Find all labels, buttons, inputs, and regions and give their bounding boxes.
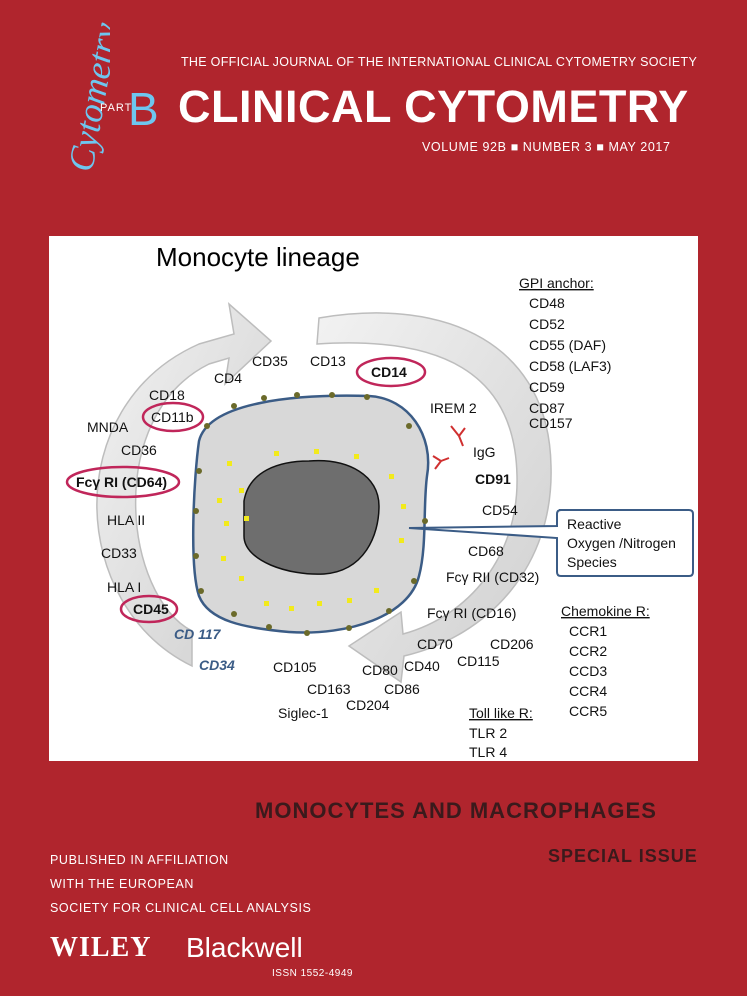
gpi-item: CD55 (DAF) [529, 337, 606, 353]
label-siglec: Siglec-1 [278, 705, 329, 721]
chemokine-item: CCR2 [569, 643, 607, 659]
issn-number: ISSN 1552-4949 [272, 968, 353, 979]
label-cd105: CD105 [273, 659, 317, 675]
highlight-ring-cd45 [119, 594, 179, 624]
label-cd45: CD45 [133, 601, 169, 617]
gpi-item: CD157 [529, 415, 573, 431]
label-cd80: CD80 [362, 662, 398, 678]
label-cd115: CD115 [457, 653, 500, 669]
label-fcgriii: Fcγ RI (CD16) [427, 605, 516, 621]
ros-line-2: Oxygen /Nitrogen [567, 535, 676, 551]
highlight-ring-cd64 [65, 465, 181, 499]
gpi-item: CD48 [529, 295, 565, 311]
chemokine-item: CCR5 [569, 703, 607, 719]
label-cd36: CD36 [121, 442, 157, 458]
part-letter: B [128, 83, 159, 135]
granules [217, 449, 406, 611]
affiliation-line: SOCIETY FOR CLINICAL CELL ANALYSIS [50, 901, 312, 915]
special-issue-label: SPECIAL ISSUE [548, 846, 698, 866]
cover-figure: Monocyte lineage CD35 CD13 CD14 CD4 CD18… [49, 236, 698, 761]
figure-title: Monocyte lineage [156, 242, 360, 272]
label-cd33: CD33 [101, 545, 137, 561]
volume-line: VOLUME 92B ■ NUMBER 3 ■ MAY 2017 [422, 140, 671, 154]
chemokine-item: CCR1 [569, 623, 607, 639]
label-cd14: CD14 [371, 364, 407, 380]
label-irem2: IREM 2 [430, 400, 477, 416]
gpi-item: CD59 [529, 379, 565, 395]
cycle-arrow-left [96, 302, 273, 668]
part-label: PART [100, 102, 133, 114]
label-cd18: CD18 [149, 387, 185, 403]
igg-receptor-icons [432, 425, 466, 470]
toll-header: Toll like R: [469, 705, 533, 721]
label-cd68: CD68 [468, 543, 504, 559]
label-fcgri: Fcγ RI (CD64) [76, 474, 167, 490]
surface-receptors [193, 392, 428, 636]
script-logo-text: Cytometry [60, 20, 110, 175]
label-hla1: HLA I [107, 579, 141, 595]
highlight-ring-cd11b [141, 401, 205, 433]
ros-line-3: Species [567, 554, 617, 570]
chemokine-header: Chemokine R: [561, 603, 650, 619]
gpi-item: CD58 (LAF3) [529, 358, 611, 374]
label-cd34: CD34 [199, 657, 235, 673]
cytometry-script-logo: Cytometry [60, 20, 110, 175]
label-cd163: CD163 [307, 681, 351, 697]
ros-callout-box [408, 509, 694, 577]
label-cd86: CD86 [384, 681, 420, 697]
label-hla2: HLA II [107, 512, 145, 528]
label-cd35: CD35 [252, 353, 288, 369]
official-journal-line: THE OFFICIAL JOURNAL OF THE INTERNATIONA… [181, 55, 698, 69]
label-cd204: CD204 [346, 697, 390, 713]
chemokine-item: CCD3 [569, 663, 607, 679]
publisher-blackwell: Blackwell [186, 932, 303, 963]
label-igg: IgG [473, 444, 496, 460]
label-mnda: MNDA [87, 419, 129, 435]
gpi-item: CD52 [529, 316, 565, 332]
gpi-list: CD48 CD52 CD55 (DAF) CD58 (LAF3) CD59 CD… [529, 295, 611, 431]
label-cd54: CD54 [482, 502, 518, 518]
journal-title: CLINICAL CYTOMETRY [178, 81, 689, 132]
label-cd13: CD13 [310, 353, 346, 369]
label-cd40: CD40 [404, 658, 440, 674]
issue-theme-title: MONOCYTES AND MACROPHAGES [255, 798, 657, 823]
highlight-ring-cd14 [355, 356, 427, 388]
gpi-header: GPI anchor: [519, 275, 594, 291]
affiliation-line: PUBLISHED IN AFFILIATION [50, 853, 229, 867]
label-cd11b: CD11b [151, 409, 194, 425]
label-cd206: CD206 [490, 636, 534, 652]
publisher-wiley: WILEY [50, 932, 152, 963]
label-cd4: CD4 [214, 370, 242, 386]
gpi-item: CD87 [529, 400, 565, 416]
chemokine-item: CCR4 [569, 683, 607, 699]
label-cd91: CD91 [475, 471, 511, 487]
ros-line-1: Reactive [567, 516, 622, 532]
label-fcgrii: Fcγ RII (CD32) [446, 569, 539, 585]
affiliation-line: WITH THE EUROPEAN [50, 877, 195, 891]
label-cd70: CD70 [417, 636, 453, 652]
label-cd117: CD 117 [174, 626, 222, 642]
toll-item: TLR 4 [469, 744, 507, 760]
toll-item: TLR 2 [469, 725, 507, 741]
cell-nucleus [243, 459, 380, 575]
cycle-arrow-right [316, 312, 552, 684]
